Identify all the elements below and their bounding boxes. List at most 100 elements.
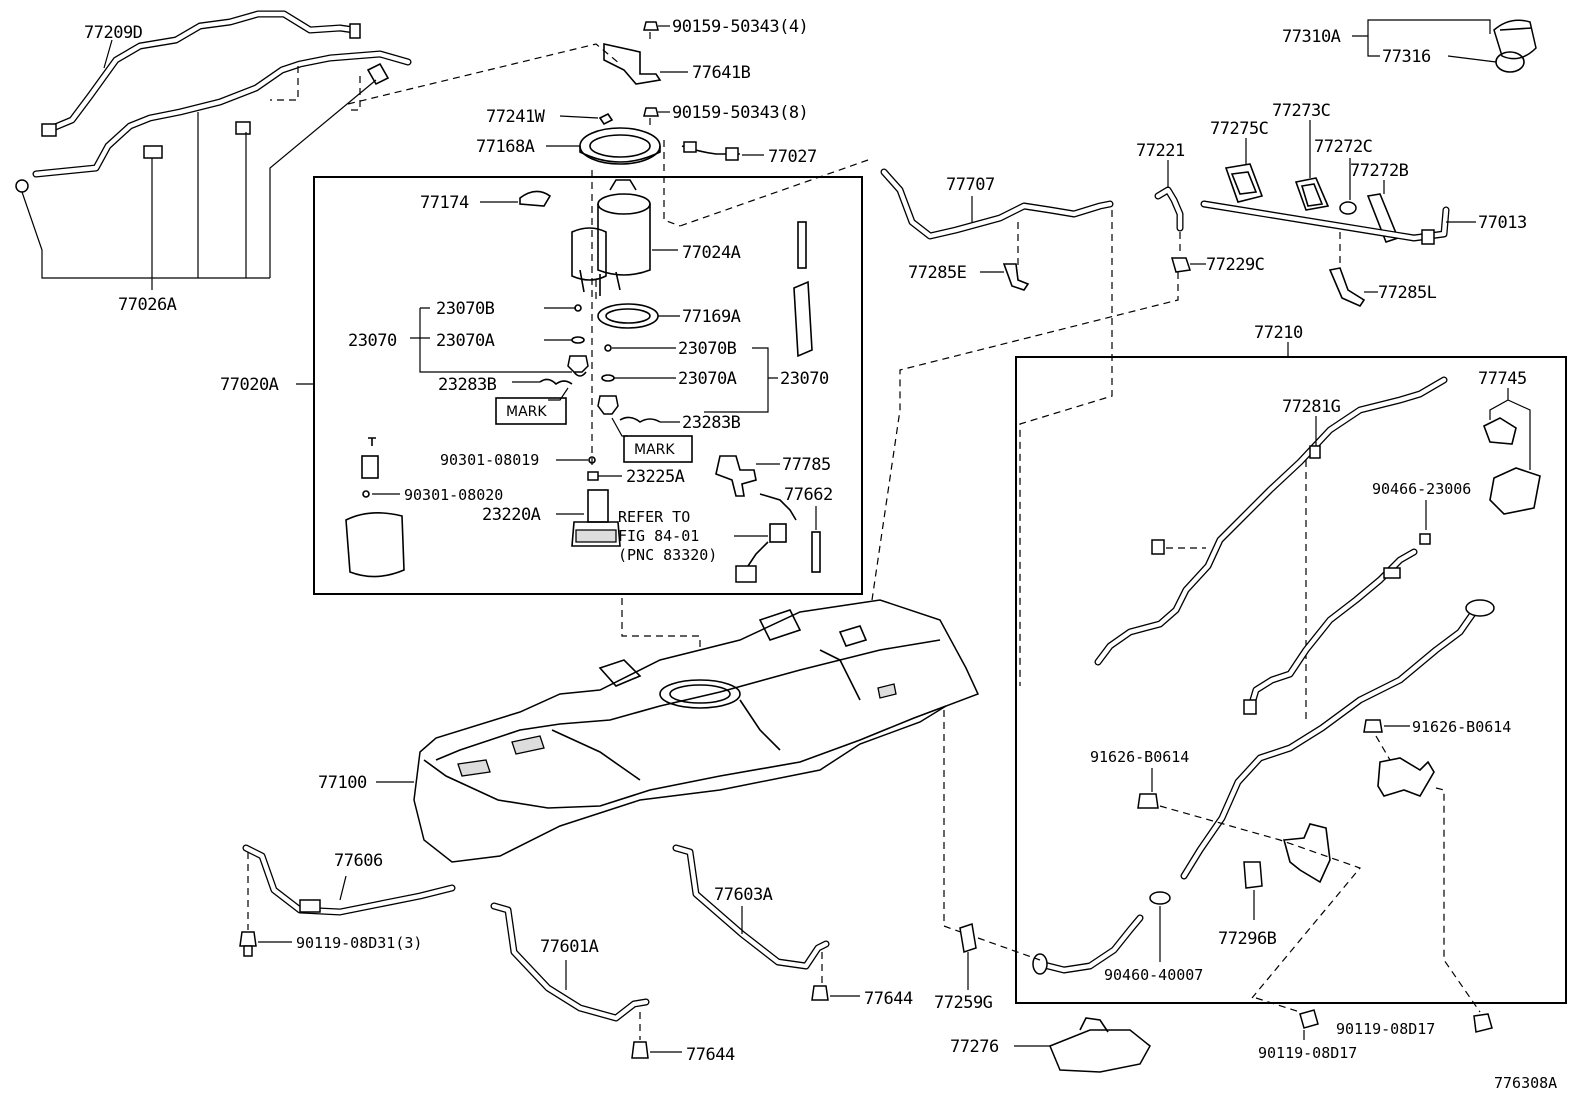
- label-77644-b: 77644: [686, 1045, 735, 1065]
- label-23070a-r: 23070A: [678, 369, 737, 389]
- oring-23070b-r: [604, 344, 612, 352]
- clamp-90460-40007: [1149, 891, 1171, 905]
- sender-gauge-77662: [735, 493, 821, 583]
- ring-77272c: [1339, 201, 1357, 215]
- label-77210: 77210: [1254, 323, 1303, 343]
- dash-77259g-hose: [977, 937, 1041, 961]
- label-77272c: 77272C: [1314, 137, 1372, 157]
- label-77745: 77745: [1478, 369, 1527, 389]
- mark-box-l: [495, 397, 567, 425]
- leader-77745: [1489, 388, 1531, 470]
- label-77209d: 77209D: [84, 23, 143, 43]
- filter-23225a: [587, 471, 599, 481]
- sender-parts-77024a: [793, 221, 813, 358]
- clip-77174: [519, 190, 552, 207]
- bracket-center: [1282, 823, 1331, 884]
- seal-23283b-r: [619, 416, 661, 423]
- filter-housing-90301-08020: [345, 437, 405, 578]
- breather-tube-77281g: [1094, 376, 1448, 666]
- label-77785: 77785: [782, 455, 831, 475]
- dash-pump-to-tank: [621, 598, 701, 690]
- figure-id: 776308A: [1494, 1074, 1557, 1092]
- label-90119-08d17-b: 90119-08D17: [1258, 1044, 1357, 1062]
- dash-ring-to-pump: [663, 140, 681, 227]
- bracket-right: [1377, 757, 1435, 797]
- label-77606: 77606: [334, 851, 383, 871]
- label-77259g: 77259G: [934, 993, 993, 1013]
- spacer-77296b: [1243, 861, 1263, 889]
- dash-91626-r: [1375, 735, 1391, 761]
- dash-tank-to-77259g: [943, 710, 967, 935]
- seal-23283b-l: [539, 378, 573, 386]
- hose-lower: [1032, 914, 1144, 975]
- label-23070-l: 23070: [348, 331, 397, 351]
- grommet-90466-23006: [1419, 533, 1431, 545]
- dash-breather-to-tank: [871, 272, 1179, 601]
- label-90466-23006: 90466-23006: [1372, 480, 1471, 498]
- clamp-77229c: [1171, 257, 1191, 273]
- label-91626-b0614-r: 91626-B0614: [1412, 718, 1511, 736]
- clip-small: [1151, 539, 1165, 555]
- leader-77209d: [103, 39, 113, 69]
- sensor-77027: [681, 141, 740, 161]
- label-77026a: 77026A: [118, 295, 177, 315]
- ring-77168a: [579, 127, 661, 165]
- oring-23070a-l: [571, 336, 585, 344]
- strap-77603a: [672, 844, 830, 970]
- tube-77707: [880, 168, 1114, 240]
- bracket-23070-l: [410, 307, 572, 373]
- gasket-77241w: [598, 112, 614, 126]
- gasket-77275c: [1224, 163, 1264, 203]
- label-23070b-r: 23070B: [678, 339, 737, 359]
- leader-77316: [1367, 36, 1497, 63]
- bolt-77644-b: [631, 1041, 649, 1059]
- fuel-pump-module-77024a: [571, 179, 651, 296]
- label-90119-08d31: 90119-08D31(3): [296, 934, 422, 952]
- label-90119-08d17-r: 90119-08D17: [1336, 1020, 1435, 1038]
- label-77241w: 77241W: [486, 107, 546, 127]
- label-77276: 77276: [950, 1037, 999, 1057]
- regulator-23283b-r: [597, 395, 619, 415]
- oring-90301-08019: [588, 456, 596, 464]
- dash-clip-a: [270, 66, 299, 101]
- fuel-pump-23220a: [571, 489, 621, 547]
- gasket-77273c: [1294, 177, 1330, 211]
- label-77024a: 77024A: [682, 243, 741, 263]
- dash-77707-to-pump: [679, 159, 869, 227]
- fuel-tube-77209d: [41, 10, 361, 137]
- fuel-tube-77026a: [15, 50, 412, 278]
- label-77020a: 77020A: [220, 375, 279, 395]
- dash-bracket-bolt-r: [1435, 787, 1481, 1013]
- protector-77276: [1049, 1017, 1151, 1073]
- label-77281g: 77281G: [1282, 397, 1341, 417]
- strap-77601a: [490, 902, 650, 1022]
- label-77273c: 77273C: [1272, 101, 1330, 121]
- dash-77707-to-tank: [1019, 210, 1113, 686]
- bolt-91626-b0614-l: [1137, 793, 1159, 809]
- leader-77310a: [1352, 19, 1491, 37]
- pipe-77013: [1200, 200, 1450, 245]
- label-77285e: 77285E: [908, 263, 967, 283]
- filler-pipe-assembly-box: [1015, 356, 1567, 1004]
- label-77174: 77174: [420, 193, 469, 213]
- bolt-90119-08d31: [239, 931, 257, 957]
- label-90301-08020: 90301-08020: [404, 486, 503, 504]
- label-77168a: 77168A: [476, 137, 535, 157]
- label-refer-3: (PNC 83320): [618, 546, 717, 564]
- bolt-91626-b0614-r: [1363, 719, 1383, 733]
- label-90159-50343-4: 90159-50343(4): [672, 17, 808, 37]
- label-77013: 77013: [1478, 213, 1527, 233]
- mark-box-r: [623, 435, 693, 463]
- clip-77285l: [1328, 267, 1366, 308]
- regulator-23283b-l: [567, 355, 589, 377]
- bolt-90119-08d17-r: [1473, 1013, 1493, 1033]
- label-77310a: 77310A: [1282, 27, 1341, 47]
- vent-tube: [1243, 548, 1418, 715]
- label-77100: 77100: [318, 773, 367, 793]
- fuel-cap-77310a: [1493, 19, 1537, 60]
- label-77285l: 77285L: [1378, 283, 1437, 303]
- bolt-90159-8: [643, 107, 659, 117]
- label-mark-r: MARK: [634, 442, 675, 458]
